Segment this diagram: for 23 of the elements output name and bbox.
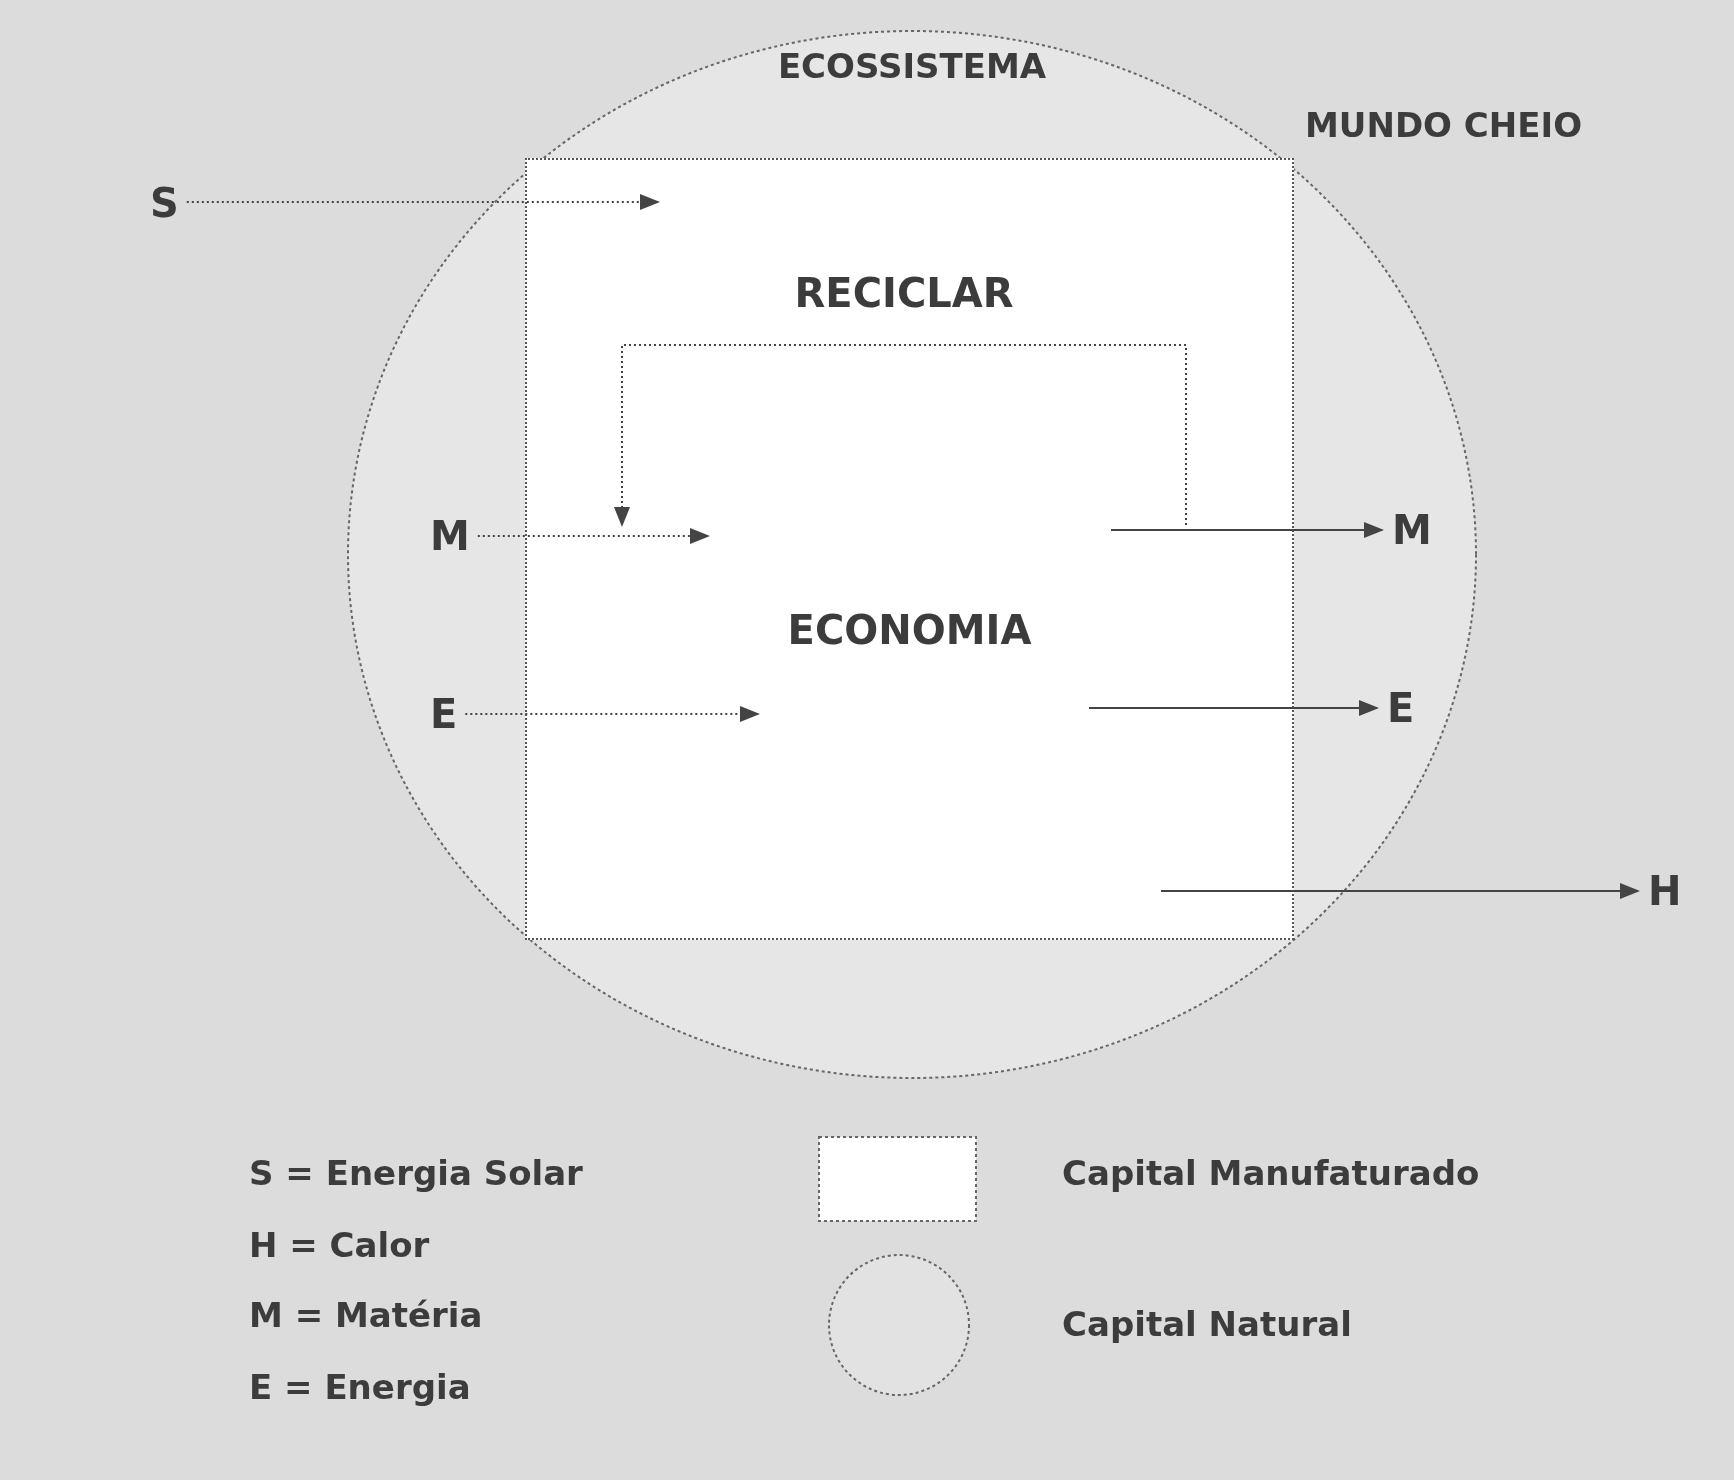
legend-key-text: S = Energia Solar xyxy=(249,1156,583,1190)
flow-arrow xyxy=(1110,522,1384,538)
flow-arrow xyxy=(185,194,660,210)
legend-key-text: H = Calor xyxy=(249,1228,430,1262)
legend-text: Capital Natural xyxy=(1062,1307,1352,1341)
economy-box xyxy=(525,158,1294,940)
legend-text: Capital Manufaturado xyxy=(1062,1156,1480,1190)
legend-key-text: E = Energia xyxy=(249,1370,471,1404)
diagram-heading: MUNDO CHEIO xyxy=(1305,108,1583,142)
flow-letter: E xyxy=(430,694,458,734)
flow-arrow xyxy=(464,706,760,722)
flow-letter: S xyxy=(150,183,179,223)
flow-arrow xyxy=(476,528,710,544)
flow-arrow xyxy=(614,344,1187,527)
flow-letter: E xyxy=(1387,688,1415,728)
flow-arrow xyxy=(1160,883,1640,899)
legend-key-text: M = Matéria xyxy=(249,1298,483,1332)
flow-arrow xyxy=(1088,700,1379,716)
flow-letter: H xyxy=(1648,871,1682,911)
economy-title: ECONOMIA xyxy=(787,610,1032,650)
ecosystem-title: ECOSSISTEMA xyxy=(777,49,1047,83)
flow-letter: M xyxy=(1392,510,1432,550)
flow-letter: M xyxy=(430,516,470,556)
